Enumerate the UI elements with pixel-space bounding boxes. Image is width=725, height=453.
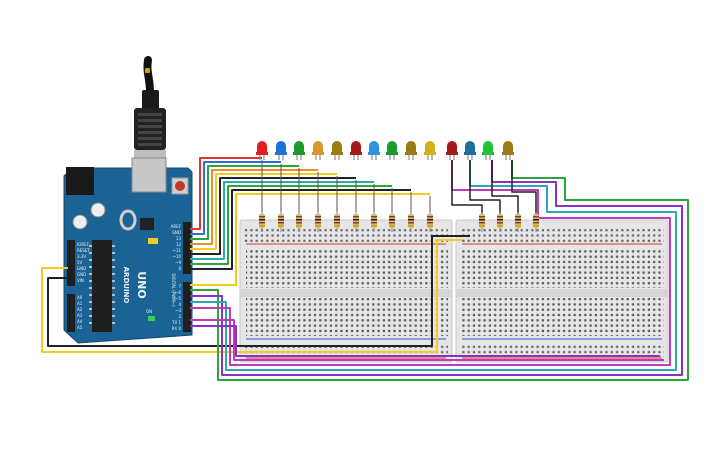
wire-5v-yellow bbox=[41, 267, 258, 353]
pin-label: ~5 bbox=[175, 296, 181, 301]
pin-label: ~6 bbox=[175, 290, 181, 295]
pin-label: 5V bbox=[77, 260, 83, 265]
arduino-uno-board: ARDUINO UNO DIGITAL (PWM~) ON AREFGND131… bbox=[63, 157, 193, 344]
resistor bbox=[371, 212, 377, 232]
led bbox=[312, 141, 324, 160]
pin-label: A0 bbox=[77, 295, 83, 300]
pin-label: RESET bbox=[77, 248, 90, 253]
led bbox=[405, 141, 417, 160]
resistor bbox=[497, 212, 503, 232]
pin-label: A3 bbox=[77, 313, 83, 318]
resistor bbox=[353, 212, 359, 232]
pin-label: ~3 bbox=[175, 308, 181, 313]
led bbox=[502, 141, 514, 160]
pin-label: ~10 bbox=[173, 254, 182, 259]
wire-bridge-black bbox=[258, 235, 470, 347]
pin-label: VIN bbox=[77, 278, 84, 283]
resistor bbox=[389, 212, 395, 232]
pin-label: GND bbox=[77, 266, 86, 271]
led bbox=[386, 141, 398, 160]
pin-label: RX 0 bbox=[172, 326, 182, 331]
wire-gnd-black bbox=[47, 277, 258, 347]
resistor bbox=[315, 212, 321, 232]
led bbox=[464, 141, 476, 160]
resistor bbox=[334, 212, 340, 232]
resistor bbox=[296, 212, 302, 232]
on-label: ON bbox=[146, 309, 152, 314]
pin-label: A2 bbox=[77, 307, 83, 312]
resistor bbox=[427, 212, 433, 232]
digital-header-label: DIGITAL (PWM~) bbox=[171, 273, 176, 307]
pin-label: GND bbox=[172, 230, 181, 235]
breadboard-right bbox=[455, 219, 669, 363]
led bbox=[350, 141, 362, 160]
wire-bridge-yellow bbox=[258, 239, 462, 353]
pin-label: 13 bbox=[176, 236, 182, 241]
leds bbox=[256, 141, 514, 160]
usb-cable bbox=[134, 56, 166, 162]
arduino-model-label: UNO bbox=[135, 271, 148, 299]
led bbox=[331, 141, 343, 160]
resistor bbox=[259, 212, 265, 232]
resistor bbox=[479, 212, 485, 232]
resistor bbox=[515, 212, 521, 232]
pin-label: GND bbox=[77, 272, 86, 277]
pin-label: 7 bbox=[178, 284, 181, 289]
wires bbox=[41, 157, 689, 381]
pin-label: A1 bbox=[77, 301, 83, 306]
pin-label: 8 bbox=[178, 266, 181, 271]
pin-label: ~9 bbox=[175, 260, 181, 265]
pin-label: A4 bbox=[77, 319, 83, 324]
led bbox=[293, 141, 305, 160]
resistors bbox=[259, 212, 539, 232]
resistor bbox=[278, 212, 284, 232]
pin-label: A5 bbox=[77, 325, 83, 330]
pin-label: TX 1 bbox=[171, 320, 181, 325]
pin-label: 2 bbox=[178, 314, 181, 319]
arduino-brand-label: ARDUINO bbox=[122, 267, 130, 304]
led bbox=[446, 141, 458, 160]
led bbox=[482, 141, 494, 160]
led bbox=[424, 141, 436, 160]
led bbox=[256, 141, 268, 160]
pin-label: AREF bbox=[171, 224, 182, 229]
breadboard-left bbox=[239, 219, 453, 363]
pin-label: 4 bbox=[178, 302, 181, 307]
pin-label: 3.3V bbox=[77, 254, 86, 259]
led bbox=[368, 141, 380, 160]
pin-label: 12 bbox=[176, 242, 182, 247]
resistor bbox=[408, 212, 414, 232]
resistor bbox=[533, 212, 539, 232]
led bbox=[275, 141, 287, 160]
pin-label: ~11 bbox=[173, 248, 182, 253]
pin-label: IOREF bbox=[77, 242, 90, 247]
